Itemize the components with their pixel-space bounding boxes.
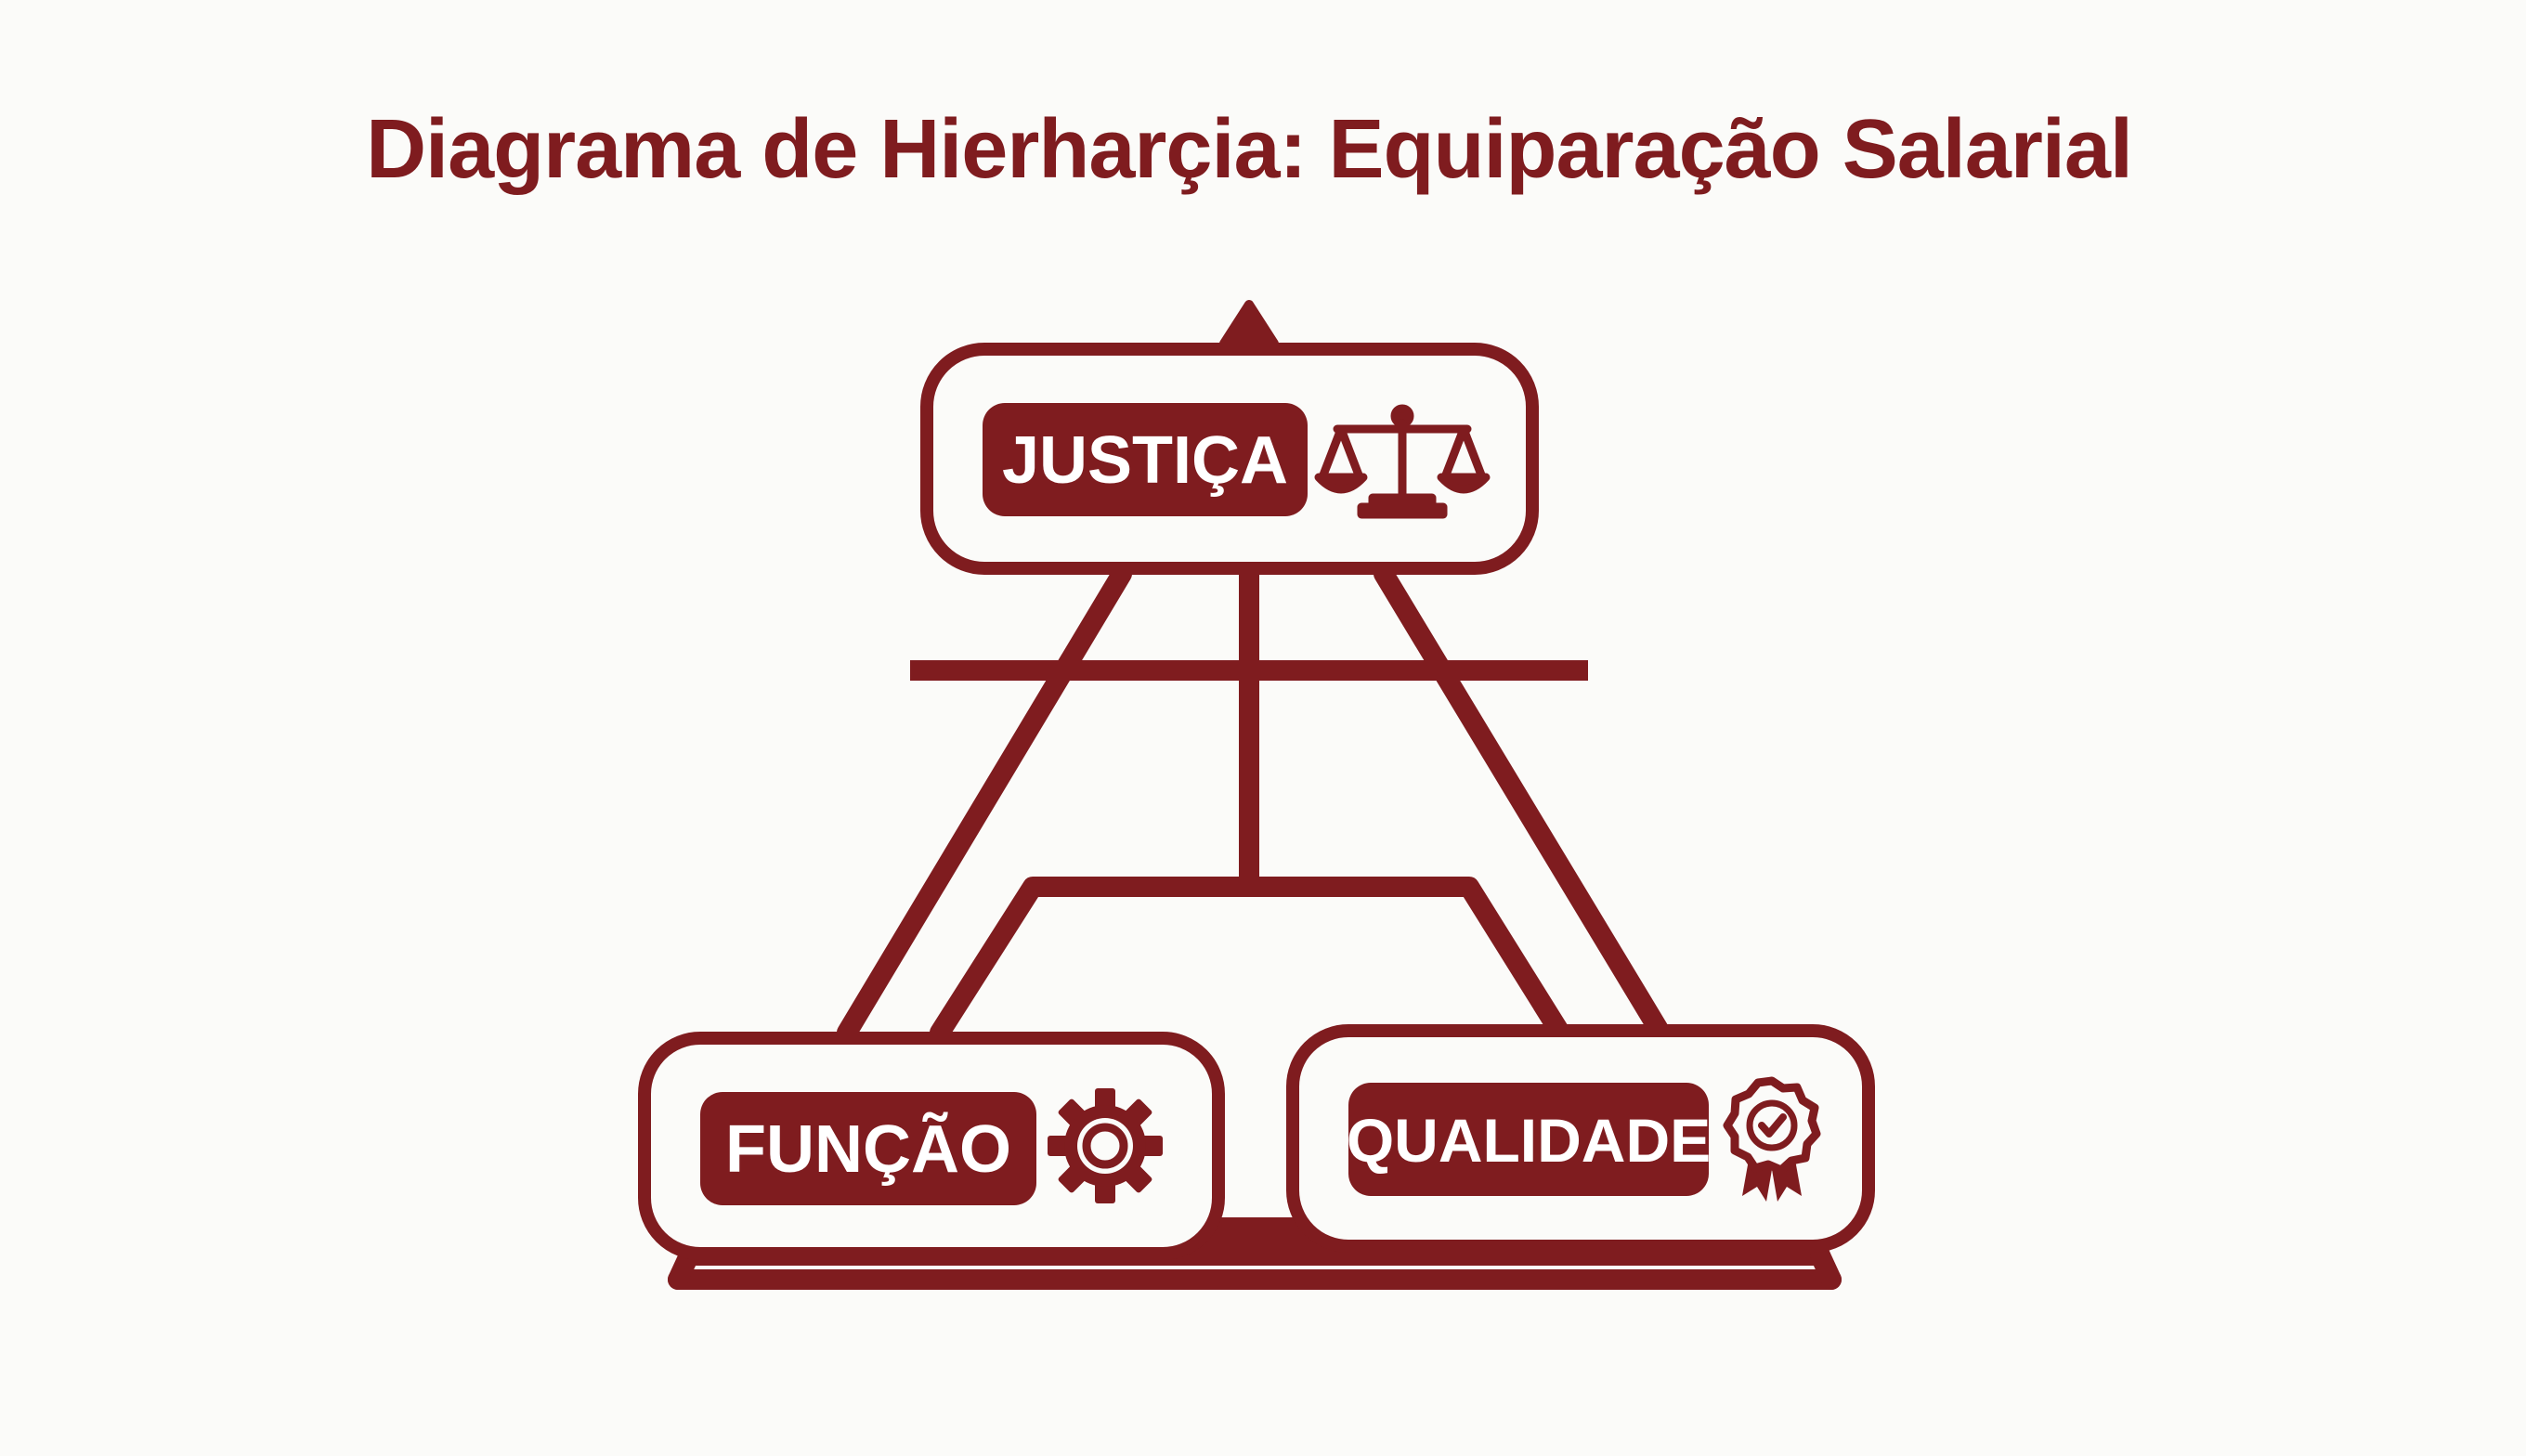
left-outer-leg: [837, 564, 1132, 1043]
node-qualidade-label-pill: [1348, 1083, 1709, 1196]
node-justica-label-pill: [983, 403, 1308, 516]
node-funcao-label-pill: [700, 1092, 1036, 1205]
node-qualidade-label: QUALIDADE: [1347, 1106, 1711, 1175]
node-justica-label: JUSTIÇA: [1002, 423, 1288, 498]
scales-of-justice-icon: [1314, 404, 1491, 519]
right-outer-leg: [1374, 564, 1671, 1043]
gear-icon: [1048, 1088, 1163, 1203]
award-rosette-check-icon: [1723, 1076, 1821, 1202]
node-funcao: FUNÇÃO: [638, 1032, 1225, 1260]
inner-trapezoid: [930, 877, 1570, 1043]
node-funcao-label: FUNÇÃO: [725, 1112, 1011, 1187]
diagram-title: Diagrama de Hierharçia: Equiparação Sala…: [366, 103, 2133, 196]
node-justica: JUSTIÇA: [920, 343, 1539, 575]
node-qualidade: QUALIDADE: [1286, 1024, 1875, 1253]
apex-marker: [1219, 300, 1279, 348]
